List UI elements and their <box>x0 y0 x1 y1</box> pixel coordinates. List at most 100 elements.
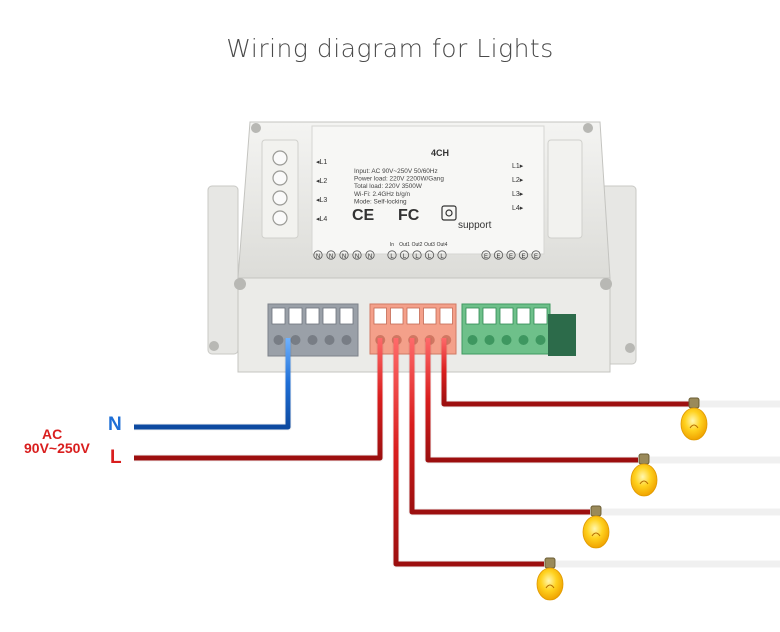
output-lever <box>373 307 387 325</box>
earth-lever-hole <box>501 335 512 345</box>
bulb-glass <box>536 567 564 601</box>
earth-terminal-label-ring <box>518 250 529 260</box>
earth-lever <box>499 307 514 325</box>
spec-line: Power load: 220V 2200W/Gang <box>354 176 444 183</box>
bulb-socket <box>544 557 556 569</box>
output-header-label: Out1 <box>399 242 410 248</box>
live-supply-wire <box>134 338 383 461</box>
support-logo <box>441 205 457 221</box>
screw-hole <box>600 278 612 290</box>
bulb-glass <box>680 407 708 441</box>
neutral-terminal-label-ring <box>313 250 323 260</box>
output-header-label: Out3 <box>424 242 435 248</box>
earth-lever <box>465 307 480 325</box>
left-mounting-flange <box>207 185 239 355</box>
neutral-lever <box>322 307 337 325</box>
output-lever <box>439 307 453 325</box>
earth-terminal-label-ring <box>481 250 491 260</box>
spec-line: Wi-Fi: 2.4GHz b/g/n <box>354 191 411 198</box>
relay-device <box>207 121 637 373</box>
earth-terminal-label: E <box>484 254 488 260</box>
screw-hole <box>625 343 635 353</box>
output-wire-3 <box>409 338 590 515</box>
output-header-label: Out2 <box>412 242 423 248</box>
earth-lever <box>516 307 531 325</box>
output-lever <box>390 307 404 325</box>
output-header-label: In <box>390 242 394 248</box>
neutral-lever <box>288 307 303 325</box>
output-lever <box>406 307 420 325</box>
live-label: L <box>110 447 122 468</box>
bulb-filament <box>689 424 699 429</box>
earth-lever-hole <box>484 335 495 345</box>
output-terminal-label: L <box>415 254 419 260</box>
label-panel <box>311 125 545 255</box>
neutral-terminal-label-ring <box>339 250 349 260</box>
neutral-lever-hole <box>273 335 284 345</box>
model-label: 4CH <box>431 148 449 158</box>
output-terminal-label-ring <box>387 250 397 260</box>
neutral-terminal-label: N <box>342 254 346 260</box>
led-column <box>547 139 583 239</box>
channel-button <box>272 170 288 186</box>
screw-hole <box>251 123 261 133</box>
neutral-terminal-label: N <box>355 254 359 260</box>
spec-line: Total load: 220V 3500W <box>354 183 423 190</box>
neutral-lever <box>271 307 286 325</box>
support-text: support <box>458 220 492 231</box>
channel-button <box>272 190 288 206</box>
left-channel-label: ◂L1 <box>316 159 327 166</box>
neutral-terminal-label-ring <box>326 250 336 260</box>
left-channel-label: ◂L4 <box>316 216 327 223</box>
bulb-filament <box>545 584 555 589</box>
bulb-glass <box>630 463 658 497</box>
bulb-socket <box>590 505 602 517</box>
neutral-label: N <box>108 414 122 435</box>
screw-hole <box>583 123 593 133</box>
channel-button <box>272 210 288 226</box>
neutral-terminal-label: N <box>368 254 372 260</box>
right-channel-label: L2▸ <box>512 177 524 184</box>
light-bulbs <box>536 397 708 601</box>
right-channel-label: L3▸ <box>512 191 524 198</box>
screw-hole <box>234 278 246 290</box>
earth-terminal-label-ring <box>506 250 516 260</box>
output-terminal-label: L <box>403 254 407 260</box>
bulb-glass <box>582 515 610 549</box>
button-column <box>261 139 299 239</box>
ce-mark: CE <box>352 207 375 224</box>
bulb-filament <box>591 532 601 537</box>
right-channel-label: L4▸ <box>512 205 524 212</box>
bulb-filament <box>639 480 649 485</box>
left-channel-label: ◂L3 <box>316 197 327 204</box>
earth-terminal-label: E <box>521 254 525 260</box>
earth-lever-hole <box>467 335 478 345</box>
pcb-edge <box>548 314 576 356</box>
output-terminal-label-ring <box>399 250 410 260</box>
neutral-lever <box>305 307 320 325</box>
earth-terminal-label: E <box>534 254 538 260</box>
output-terminal-label: L <box>390 254 394 260</box>
light-bulb <box>582 505 610 549</box>
screw-hole <box>209 341 219 351</box>
wiring <box>134 338 780 568</box>
output-terminal-label: L <box>428 254 432 260</box>
bulb-socket <box>688 397 700 409</box>
diagram-title: Wiring diagram for Lights <box>226 34 554 63</box>
output-wire-1 <box>441 338 690 407</box>
neutral-terminal-label-ring <box>365 250 375 260</box>
output-header-label: Out4 <box>437 242 448 248</box>
neutral-lever-hole <box>341 335 352 345</box>
light-bulb <box>680 397 708 441</box>
neutral-terminal-label: N <box>316 254 320 260</box>
right-channel-label: L1▸ <box>512 163 524 170</box>
light-bulb <box>536 557 564 601</box>
fc-mark: FC <box>398 207 420 224</box>
output-terminal-label-ring <box>412 250 422 260</box>
voltage-label: 90V~250V <box>24 440 90 456</box>
neutral-supply-wire <box>134 338 291 430</box>
spec-line: Input: AC 90V~250V 50/60Hz <box>354 168 438 175</box>
earth-lever <box>533 307 548 325</box>
earth-terminal-label: E <box>496 254 500 260</box>
